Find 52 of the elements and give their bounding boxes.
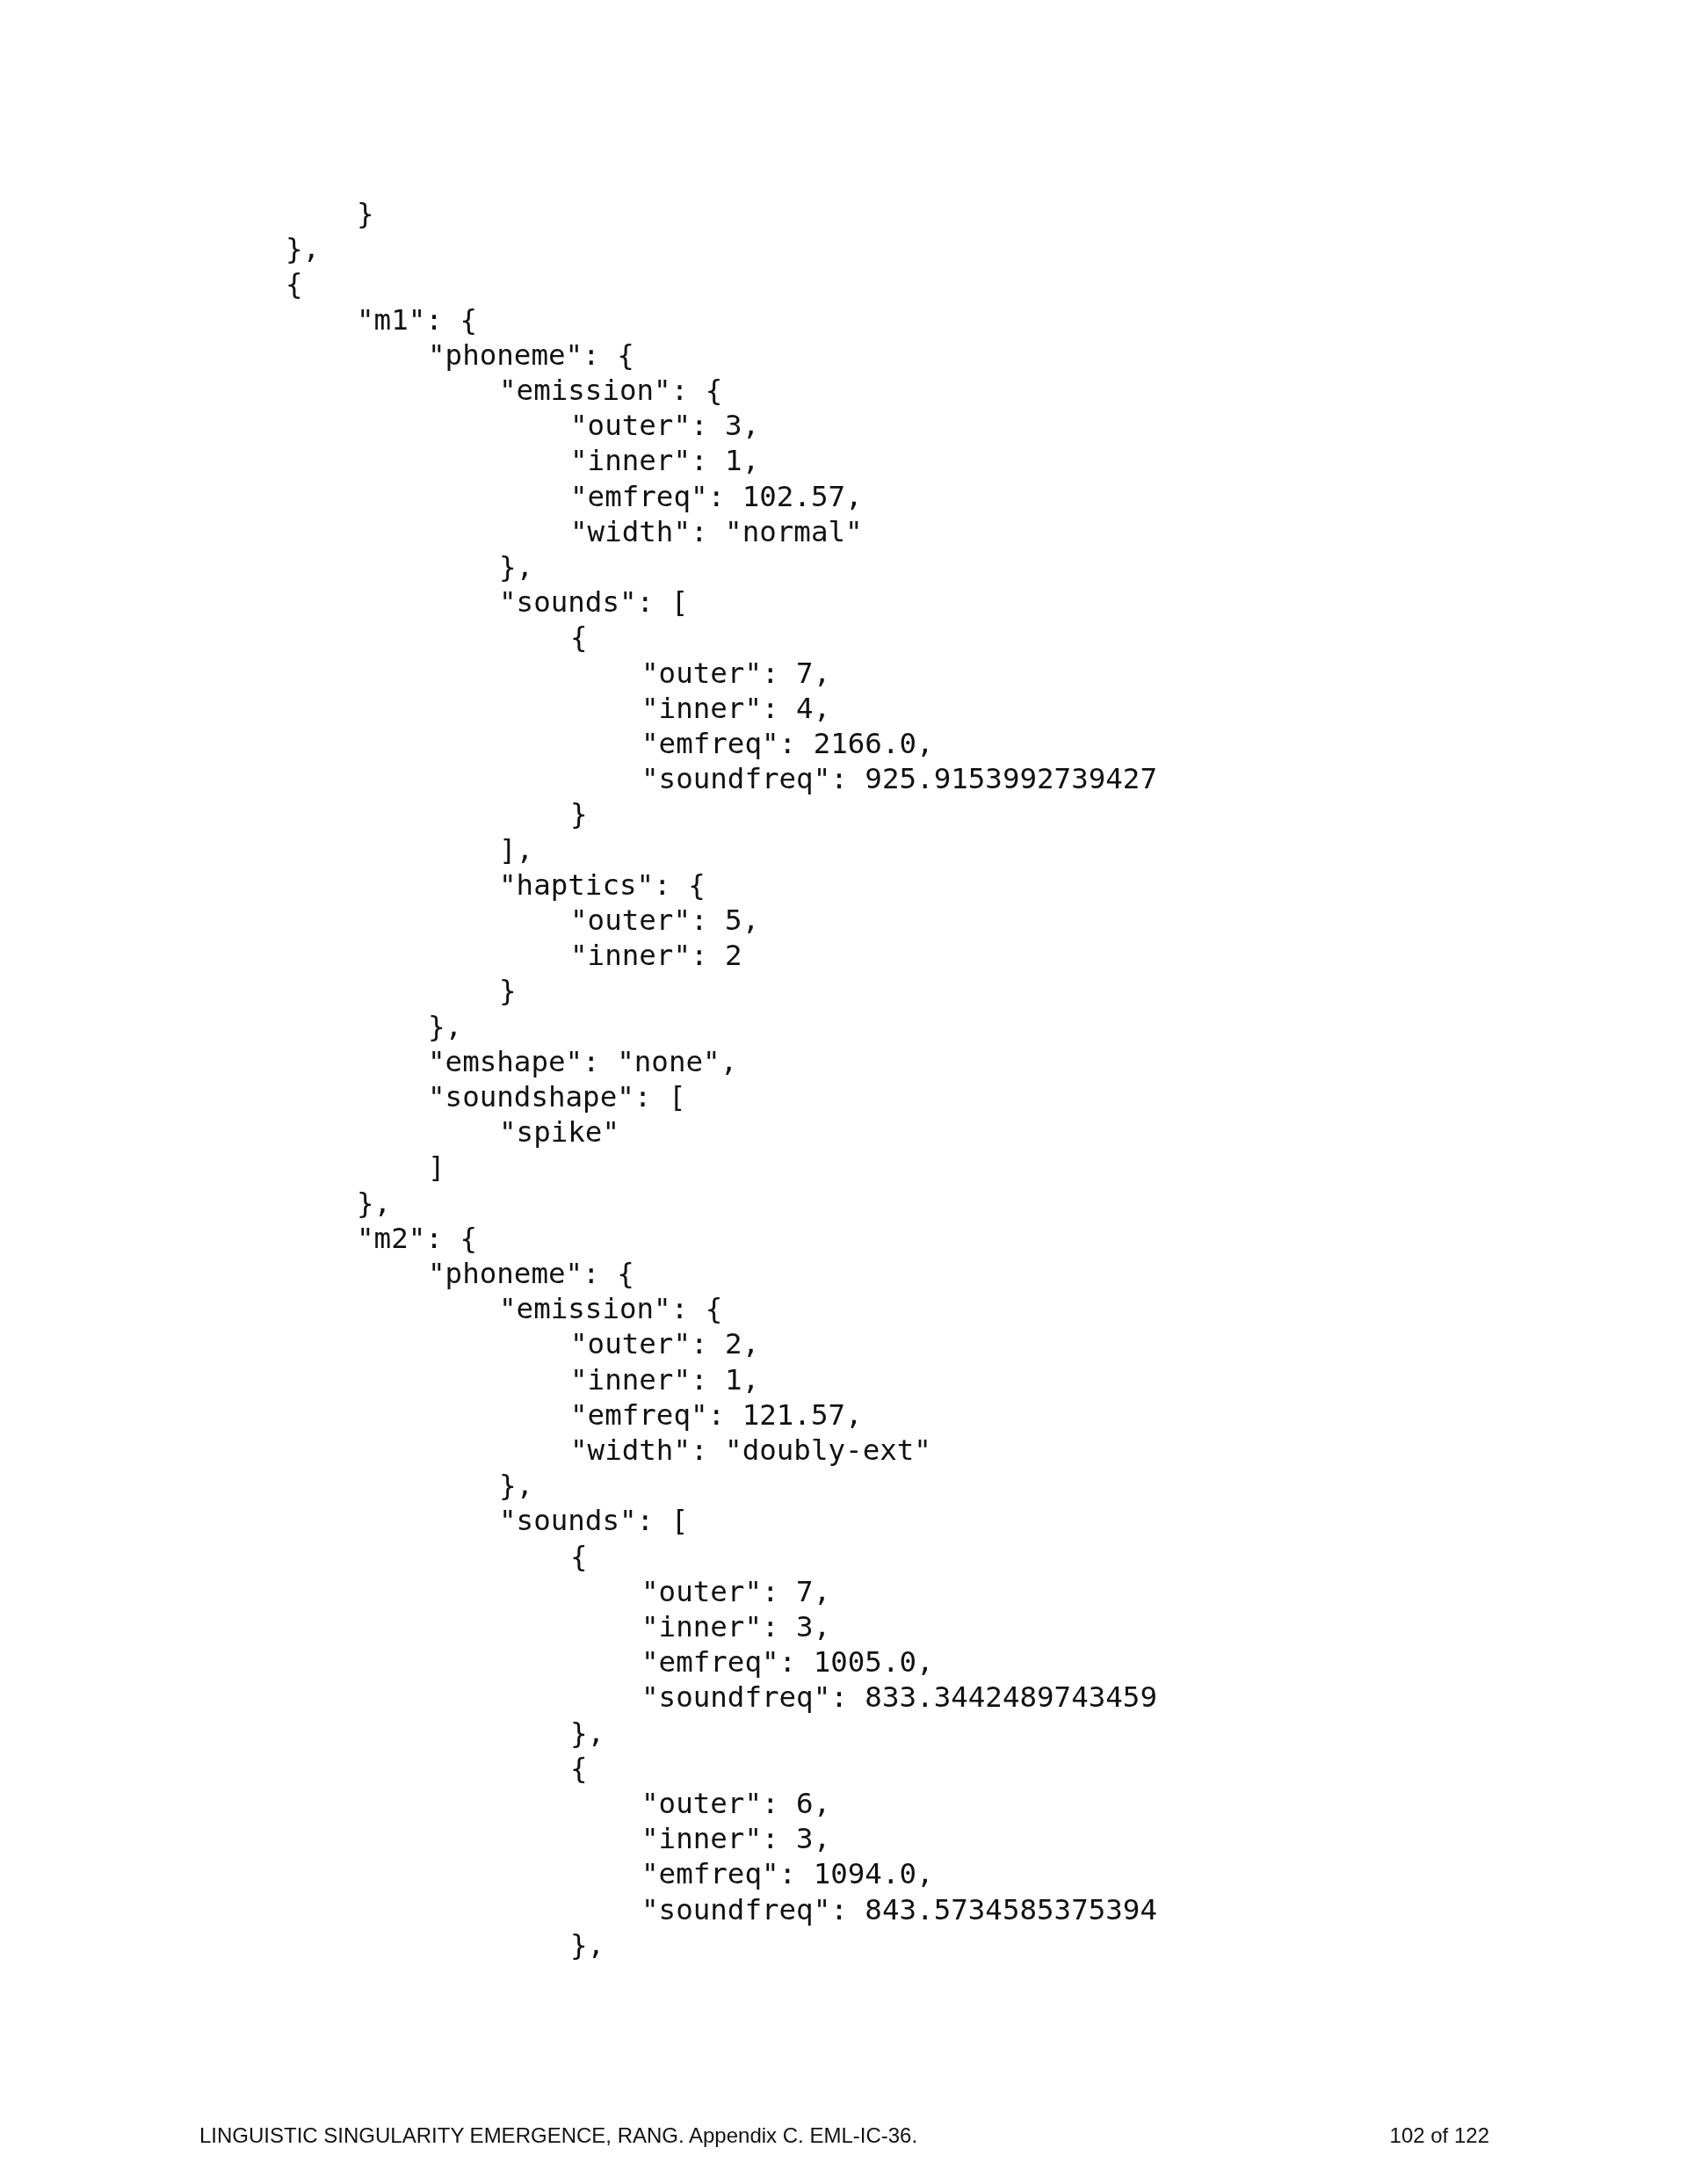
code-line: }, <box>499 1468 534 1504</box>
code-line: "soundfreq": 843.5734585375394 <box>641 1891 1157 1927</box>
code-line: "emfreq": 121.57, <box>570 1397 863 1433</box>
code-line: "soundshape": [ <box>428 1079 686 1114</box>
code-line: "outer": 2, <box>570 1326 760 1362</box>
code-line: }, <box>357 1185 392 1221</box>
code-line: "sounds": [ <box>499 584 689 620</box>
code-line: "outer": 7, <box>641 1573 831 1609</box>
code-line: "outer": 3, <box>570 408 760 444</box>
code-line: "width": "doubly-ext" <box>570 1433 931 1468</box>
code-line: "haptics": { <box>499 867 706 903</box>
code-line: "emshape": "none", <box>428 1043 738 1079</box>
code-line: "outer": 6, <box>641 1786 831 1821</box>
code-line: } <box>357 196 374 231</box>
code-line: "inner": 1, <box>570 443 760 479</box>
code-line: "inner": 3, <box>641 1609 831 1644</box>
code-line: } <box>499 973 517 1009</box>
code-line: "sounds": [ <box>499 1503 689 1539</box>
code-line: "outer": 7, <box>641 655 831 691</box>
code-line: "phoneme": { <box>428 337 634 373</box>
footer-text: LINGUISTIC SINGULARITY EMERGENCE, RANG. Appendix C. EML-IC-36. <box>199 2123 918 2148</box>
code-line: { <box>286 266 303 302</box>
code-line: ], <box>499 831 534 867</box>
code-line: "emfreq": 102.57, <box>570 478 863 514</box>
code-line: "emfreq": 2166.0, <box>641 726 934 761</box>
code-line: ] <box>428 1150 445 1186</box>
code-line: "emission": { <box>499 1291 723 1327</box>
code-line: } <box>570 796 588 832</box>
code-line: { <box>570 1750 588 1786</box>
code-line: "outer": 5, <box>570 903 760 938</box>
code-line: }, <box>428 1008 463 1044</box>
code-line: }, <box>570 1926 605 1963</box>
code-line: "inner": 4, <box>641 690 831 726</box>
code-line: "spike" <box>499 1114 619 1150</box>
code-line: { <box>570 1538 588 1574</box>
page-number: 102 of 122 <box>1389 2123 1489 2148</box>
code-line: "emfreq": 1094.0, <box>641 1856 934 1892</box>
code-line: { <box>570 620 588 656</box>
code-line: }, <box>499 549 534 584</box>
code-line: "inner": 1, <box>570 1361 760 1397</box>
code-line: "emission": { <box>499 373 723 408</box>
code-line: "m2": { <box>357 1220 477 1256</box>
code-line: "emfreq": 1005.0, <box>641 1644 934 1680</box>
code-line: "soundfreq": 833.3442489743459 <box>641 1680 1157 1716</box>
code-line: "inner": 2 <box>570 938 742 974</box>
code-line: }, <box>570 1715 605 1751</box>
code-line: }, <box>286 231 321 267</box>
code-line: "soundfreq": 925.9153992739427 <box>641 761 1157 797</box>
code-line: "width": "normal" <box>570 513 863 549</box>
code-line: "inner": 3, <box>641 1821 831 1857</box>
code-line: "phoneme": { <box>428 1256 634 1291</box>
code-line: "m1": { <box>357 301 477 337</box>
